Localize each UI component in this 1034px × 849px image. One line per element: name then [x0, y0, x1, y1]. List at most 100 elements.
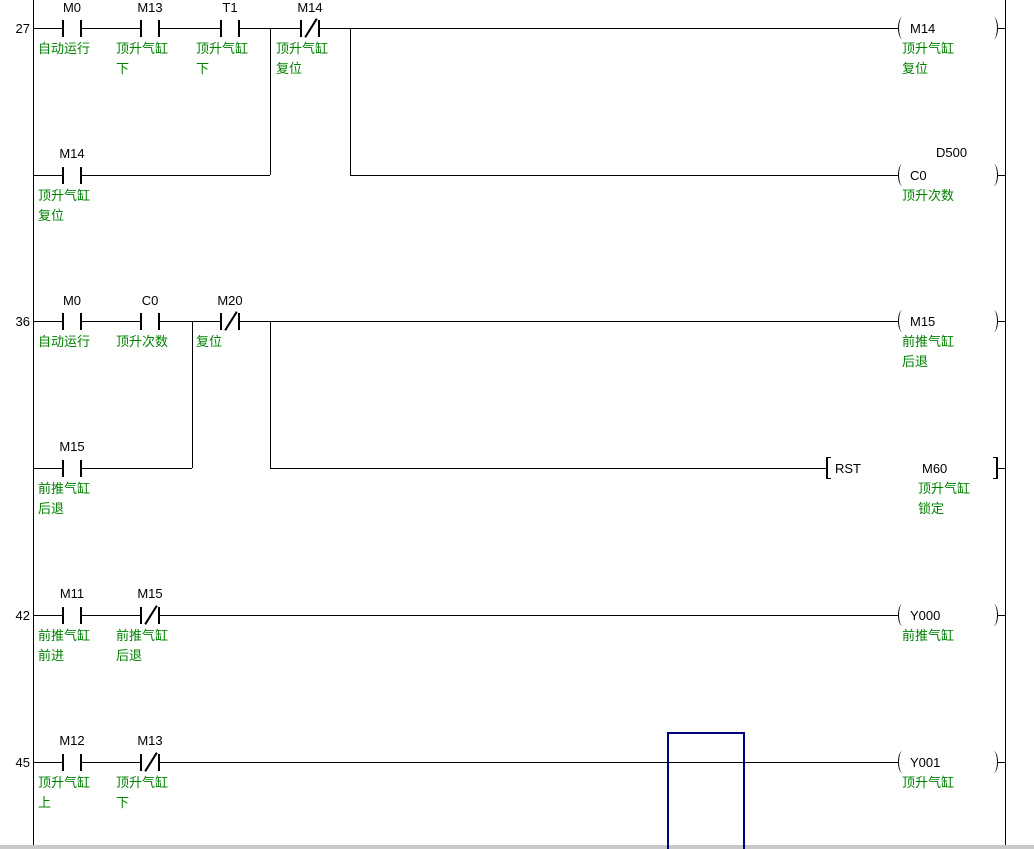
coil-c0[interactable]: C0: [898, 164, 998, 186]
coil-m15[interactable]: M15: [898, 310, 998, 332]
wire-horizontal: [270, 468, 1005, 469]
coil-arc-right-icon: [989, 310, 998, 332]
comment-line: 顶升气缸: [918, 481, 971, 496]
wire-vertical: [192, 321, 193, 468]
instruction-operand: M60: [922, 461, 948, 476]
contact-no-m15-branch[interactable]: [62, 460, 82, 477]
coil-label: C0: [910, 168, 927, 183]
bracket-right-icon: [993, 457, 998, 479]
comment-line: 前进: [38, 648, 65, 663]
device-label: C0: [141, 293, 159, 308]
comment-line: 顶升气缸: [902, 41, 955, 56]
device-comment: 顶升次数: [902, 186, 980, 206]
comment-line: 前推气缸: [38, 628, 91, 643]
comment-line: 顶升气缸: [38, 775, 91, 790]
comment-line: 顶升气缸: [902, 775, 955, 790]
comment-line: 锁定: [918, 501, 945, 516]
device-label: M15: [137, 586, 163, 601]
coil-arc-right-icon: [989, 604, 998, 626]
comment-line: 自动运行: [38, 41, 91, 56]
coil-arc-right-icon: [989, 751, 998, 773]
comment-line: 下: [116, 795, 130, 810]
wire-horizontal: [350, 175, 1005, 176]
contact-no-t1[interactable]: [220, 20, 240, 37]
nc-slash-icon: [304, 18, 318, 38]
wire-horizontal: [33, 321, 1005, 322]
rung-number-36: 36: [15, 314, 30, 329]
contact-no-m0-r36[interactable]: [62, 313, 82, 330]
device-comment: 前推气缸 后退: [902, 332, 980, 372]
contact-nc-m13[interactable]: [140, 752, 160, 772]
comment-line: 顶升次数: [116, 334, 169, 349]
rung-number-27: 27: [15, 21, 30, 36]
comment-line: 复位: [276, 61, 303, 76]
comment-line: 上: [38, 795, 52, 810]
coil-arc-left-icon: [898, 751, 907, 773]
wire-horizontal: [33, 468, 192, 469]
device-label: M11: [59, 586, 85, 601]
device-comment: 顶升气缸 锁定: [918, 479, 996, 519]
device-comment: 顶升气缸 下: [116, 773, 194, 813]
rung-number-45: 45: [15, 755, 30, 770]
device-label: M12: [59, 733, 85, 748]
contact-no-m0[interactable]: [62, 20, 82, 37]
device-comment: 顶升气缸 复位: [38, 186, 116, 226]
device-label: M13: [137, 733, 163, 748]
comment-line: 后退: [38, 501, 65, 516]
device-label: M14: [59, 146, 85, 161]
contact-nc-m14[interactable]: [300, 18, 320, 38]
device-label: M20: [217, 293, 243, 308]
contact-no-c0[interactable]: [140, 313, 160, 330]
comment-line: 顶升气缸: [196, 41, 249, 56]
comment-line: 前推气缸: [902, 334, 955, 349]
device-comment: 自动运行: [38, 332, 116, 352]
bottom-scrollbar-strip[interactable]: [0, 845, 1034, 849]
wire-horizontal: [33, 615, 1005, 616]
coil-label: M14: [910, 21, 936, 36]
coil-y001[interactable]: Y001: [898, 751, 998, 773]
comment-line: 顶升气缸: [276, 41, 329, 56]
comment-line: 顶升次数: [902, 188, 955, 203]
device-comment: 前推气缸 后退: [116, 626, 194, 666]
coil-label: M15: [910, 314, 936, 329]
coil-arc-right-icon: [989, 17, 998, 39]
coil-arc-left-icon: [898, 17, 907, 39]
coil-label: Y001: [910, 755, 941, 770]
comment-line: 前推气缸: [116, 628, 169, 643]
contact-nc-m15[interactable]: [140, 605, 160, 625]
comment-line: 复位: [902, 61, 929, 76]
device-comment: 前推气缸 前进: [38, 626, 116, 666]
instruction-rst-m60[interactable]: RST M60: [826, 457, 998, 479]
comment-line: 复位: [196, 334, 223, 349]
comment-line: 顶升气缸: [116, 41, 169, 56]
right-power-rail: [1005, 0, 1006, 845]
contact-no-m13[interactable]: [140, 20, 160, 37]
contact-no-m14-branch[interactable]: [62, 167, 82, 184]
device-comment: 顶升气缸 下: [196, 39, 274, 79]
comment-line: 顶升气缸: [116, 775, 169, 790]
comment-line: 自动运行: [38, 334, 91, 349]
contact-nc-m20[interactable]: [220, 311, 240, 331]
coil-m14[interactable]: M14: [898, 17, 998, 39]
device-comment: 顶升气缸 上: [38, 773, 116, 813]
comment-line: 下: [196, 61, 210, 76]
wire-vertical: [270, 321, 271, 468]
comment-line: 前推气缸: [902, 628, 955, 643]
coil-arc-left-icon: [898, 604, 907, 626]
device-comment: 前推气缸: [902, 626, 980, 646]
wire-horizontal: [33, 762, 1005, 763]
contact-no-m12[interactable]: [62, 754, 82, 771]
rung-number-42: 42: [15, 608, 30, 623]
device-label: M13: [137, 0, 163, 15]
device-comment: 顶升次数: [116, 332, 194, 352]
coil-y000[interactable]: Y000: [898, 604, 998, 626]
device-comment: 前推气缸 后退: [38, 479, 116, 519]
device-comment: 复位: [196, 332, 274, 352]
nc-slash-icon: [144, 752, 158, 772]
contact-no-m11[interactable]: [62, 607, 82, 624]
left-power-rail: [33, 0, 34, 845]
wire-vertical: [270, 28, 271, 175]
edit-cursor[interactable]: [667, 732, 745, 849]
device-comment: 顶升气缸 复位: [276, 39, 354, 79]
